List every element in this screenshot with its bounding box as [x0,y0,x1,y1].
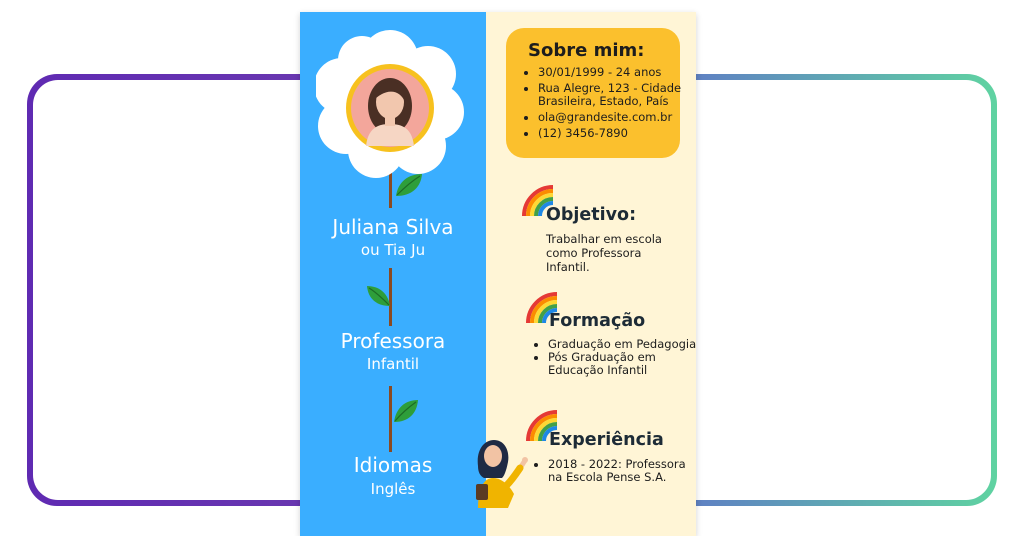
flower-icon [316,30,464,178]
experience-title: Experiência [549,430,664,450]
education-title: Formação [549,311,646,331]
about-list: 30/01/1999 - 24 anos Rua Alegre, 123 - C… [526,66,688,143]
teacher-illustration [476,440,528,508]
leaf-icon [394,400,418,422]
resume-sheet: Juliana Silva ou Tia Ju Professora Infan… [300,12,696,536]
nickname-text: ou Tia Ju [360,241,426,259]
list-item: Rua Alegre, 123 - Cidade Brasileira, Est… [538,82,688,108]
name-heading: Juliana Silva [332,215,454,239]
about-box [506,28,680,158]
about-title: Sobre mim: [528,40,645,61]
languages-title: Idiomas [353,453,433,477]
leaf-icon [396,174,422,196]
list-item: Graduação em Pedagogia [548,338,696,351]
list-item: Pós Graduação em Educação Infantil [548,351,696,377]
objective-text: Trabalhar em escola como Professora Infa… [546,232,662,274]
experience-list: 2018 - 2022: Professora na Escola Pense … [536,458,688,484]
rainbow-icon [526,410,558,442]
objective-title: Objetivo: [546,205,637,225]
role-title: Professora [340,329,446,353]
stem [389,268,392,326]
list-item: 2018 - 2022: Professora na Escola Pense … [548,458,688,484]
stem [389,172,392,208]
rainbow-icon [522,185,554,217]
role-subtitle: Infantil [366,355,420,373]
leaf-icon [367,286,390,306]
list-item: 30/01/1999 - 24 anos [538,66,688,79]
list-item: ola@grandesite.com.br [538,111,688,124]
avatar [366,78,414,146]
languages-value: Inglês [370,480,416,498]
list-item: (12) 3456-7890 [538,127,688,140]
education-list: Graduação em Pedagogia Pós Graduação em … [536,338,696,377]
stem [389,386,392,452]
rainbow-icon [526,292,558,324]
